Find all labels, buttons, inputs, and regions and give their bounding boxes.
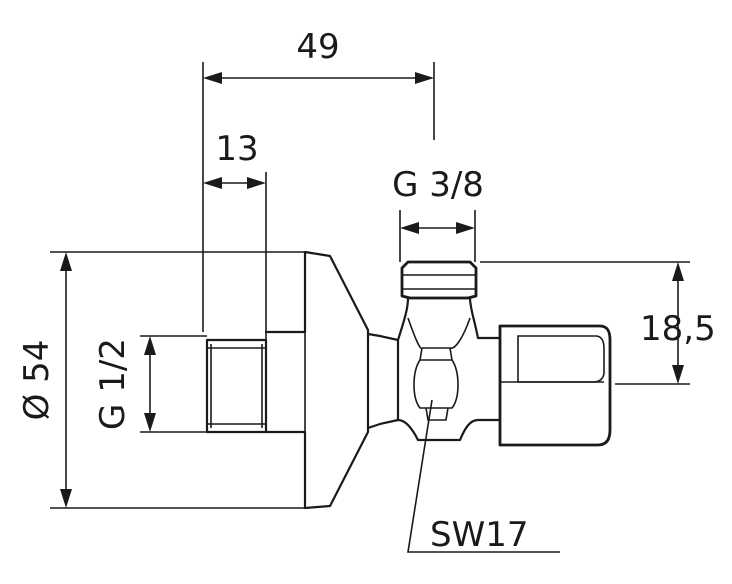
dimension-g38: [400, 222, 475, 234]
dimension-13: [203, 177, 266, 189]
dimension-18-5: [672, 262, 684, 384]
dimension-diameter-54: [60, 252, 72, 508]
extension-lines: [50, 62, 690, 509]
sw17-leader: [407, 399, 560, 553]
dimension-g12: [144, 336, 156, 432]
label-g-3-8: G 3/8: [392, 165, 484, 205]
label-13: 13: [215, 129, 258, 169]
label-18-5: 18,5: [640, 309, 716, 349]
label-sw17: SW17: [430, 515, 528, 555]
label-diameter-54: Ø 54: [17, 340, 57, 421]
label-g-1-2: G 1/2: [93, 338, 133, 430]
dimension-49: [203, 72, 434, 84]
valve-body: [205, 250, 612, 510]
label-49: 49: [296, 27, 339, 67]
